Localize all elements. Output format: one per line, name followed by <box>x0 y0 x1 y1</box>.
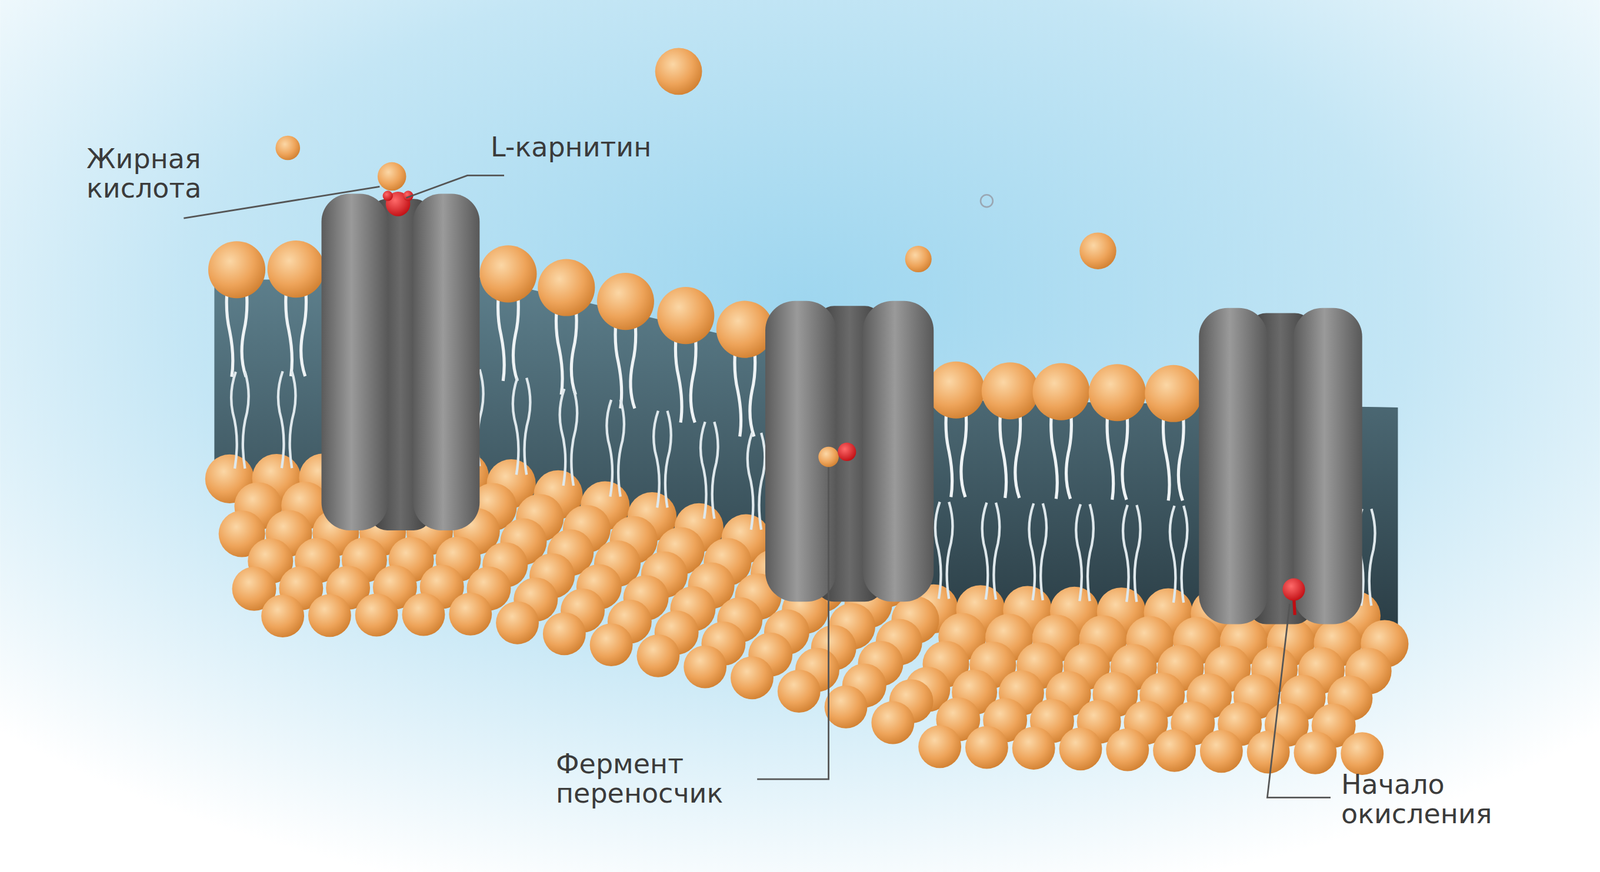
lipid-tail <box>747 432 754 530</box>
leader-lines <box>183 175 1331 798</box>
lipid-head <box>730 656 774 700</box>
lipid-tail <box>1134 505 1141 603</box>
lipid-tail <box>524 378 531 476</box>
lipid-tail <box>1028 503 1035 601</box>
lipid-head <box>479 245 537 303</box>
lipid-tail <box>571 388 578 486</box>
lipid-head <box>683 645 727 689</box>
lipid-tail <box>700 421 707 519</box>
lipid-head <box>636 634 680 678</box>
lipid-tail <box>290 371 296 469</box>
callout-label: Начало окисления <box>1341 770 1530 829</box>
lipid-head <box>590 623 633 667</box>
fatty-acid <box>905 245 932 273</box>
lipid-head <box>355 594 399 638</box>
lipid-head <box>657 287 715 345</box>
lipid-head <box>1032 363 1090 421</box>
lipid-head <box>1105 728 1149 772</box>
lipid-tail <box>653 411 660 509</box>
transport-proteins <box>321 194 1363 625</box>
lipid-tail <box>231 371 238 469</box>
lipid-head <box>495 601 539 645</box>
lipid-tail <box>1170 505 1176 603</box>
fatty-acid <box>655 48 703 96</box>
lipid-tail <box>606 400 613 498</box>
lipid-head <box>716 301 774 359</box>
fatty-acid <box>377 162 407 192</box>
lipid-head <box>308 594 352 638</box>
lipid-tail <box>1087 504 1094 602</box>
protein-lobe <box>1293 308 1363 625</box>
callout-label: Жирная кислота <box>86 144 234 203</box>
leader-line <box>183 186 380 219</box>
molecule <box>980 194 993 208</box>
lipid-head <box>927 361 985 419</box>
lipid-head <box>981 362 1039 420</box>
lipid-head <box>402 593 446 637</box>
lipid-tail <box>560 388 566 486</box>
lipid-head <box>824 685 868 729</box>
lipid-tail <box>512 378 519 476</box>
lipid-head <box>542 612 586 656</box>
lipid-head <box>1340 732 1384 776</box>
protein-lobe <box>862 301 934 603</box>
lipid-head <box>1293 731 1337 775</box>
fatty-acid <box>1079 232 1116 269</box>
lipid-tail <box>947 502 953 600</box>
lipid-head <box>1200 730 1243 773</box>
lipid-head <box>871 701 915 745</box>
lipid-tail <box>1181 505 1188 603</box>
molecules <box>275 48 1305 616</box>
fatty-acid <box>818 447 839 468</box>
lipid-tail <box>1122 505 1129 603</box>
lipid-tail <box>712 421 719 519</box>
lipid-head <box>1152 729 1196 773</box>
lipid-head <box>1059 727 1103 771</box>
lipid-head <box>1144 365 1202 423</box>
lipid-tail <box>758 432 765 530</box>
lipid-head <box>267 240 325 298</box>
protein-lobe <box>321 194 389 531</box>
carnitine <box>837 442 856 462</box>
lipid-tail <box>278 371 285 469</box>
lipid-head <box>1088 364 1146 422</box>
lipid-head <box>777 670 821 713</box>
lipid-head <box>448 592 492 636</box>
lipid-head <box>918 725 962 769</box>
leader-line <box>1267 604 1331 799</box>
lipid-head <box>208 241 266 299</box>
lipid-tail <box>1040 503 1047 601</box>
lipid-tail <box>993 502 1000 600</box>
carnitine <box>382 190 393 201</box>
protein-lobe <box>412 194 480 531</box>
lipid-tail <box>1369 508 1376 606</box>
leader-line <box>405 175 505 198</box>
lipid-tail <box>618 400 625 498</box>
leader-line <box>757 467 829 780</box>
callout-label: Фермент переносчик <box>555 750 750 809</box>
lipid-tail <box>982 502 989 600</box>
carnitine <box>1282 578 1305 601</box>
lipid-head <box>1247 731 1290 775</box>
lipid-head <box>965 726 1009 770</box>
lipid-tail <box>1075 504 1082 602</box>
lipid-head <box>597 272 655 330</box>
lipid-tail <box>242 371 249 469</box>
lipid-head <box>537 258 595 316</box>
protein-lobe <box>1198 308 1268 625</box>
lipid-tail <box>935 502 942 600</box>
lipid-head <box>261 594 305 638</box>
lipid-tail <box>665 411 672 509</box>
lipid-head <box>1012 727 1056 770</box>
fatty-acid <box>275 135 300 161</box>
callout-label: L-карнитин <box>490 132 738 163</box>
